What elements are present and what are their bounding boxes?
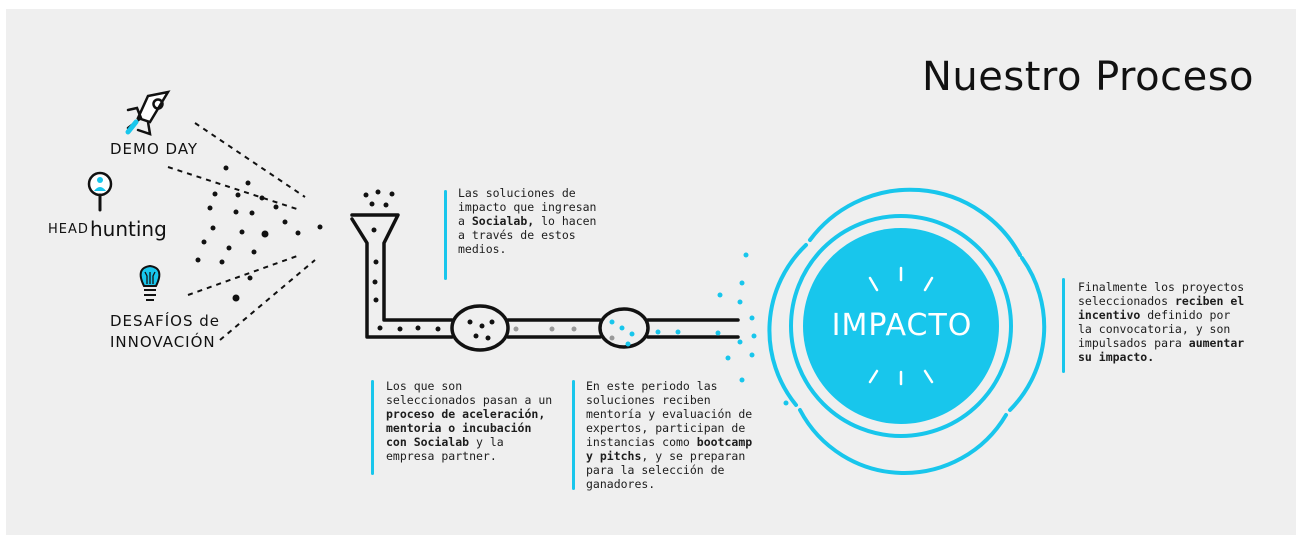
process-pipe — [350, 213, 740, 352]
note-2-accent-bar — [371, 380, 374, 475]
lightbulb-icon — [139, 264, 161, 301]
note-1-accent-bar — [444, 190, 447, 280]
label-desafios-1: DESAFÍOS de — [110, 312, 220, 330]
spray-dots — [717, 252, 789, 406]
page-title: Nuestro Proceso — [921, 54, 1254, 100]
label-demo-day: DEMO DAY — [110, 140, 199, 158]
scattered-dots — [195, 165, 323, 302]
label-head-hunting-1: HEAD — [48, 222, 89, 237]
funnel-dashed-lines — [167, 122, 316, 341]
note-ingreso: Las soluciones de impacto que ingresan a… — [458, 186, 597, 256]
diagram-canvas — [6, 9, 1296, 535]
note-4-accent-bar — [1062, 278, 1065, 373]
rocket-icon — [125, 90, 171, 136]
impacto-label: IMPACTO — [831, 308, 973, 343]
label-head-hunting-2: hunting — [90, 217, 167, 241]
label-desafios-2: INNOVACIÓN — [110, 333, 216, 351]
note-incentivo: Finalmente los proyectos seleccionados r… — [1078, 280, 1245, 364]
impacto-circle — [767, 187, 1047, 475]
note-3-accent-bar — [572, 380, 575, 490]
magnifier-person-icon — [87, 171, 113, 212]
note-mentoria: En este periodo las soluciones reciben m… — [586, 379, 753, 491]
pipe-dots — [363, 189, 721, 347]
note-aceleracion: Los que son seleccionados pasan a un pro… — [386, 379, 553, 463]
